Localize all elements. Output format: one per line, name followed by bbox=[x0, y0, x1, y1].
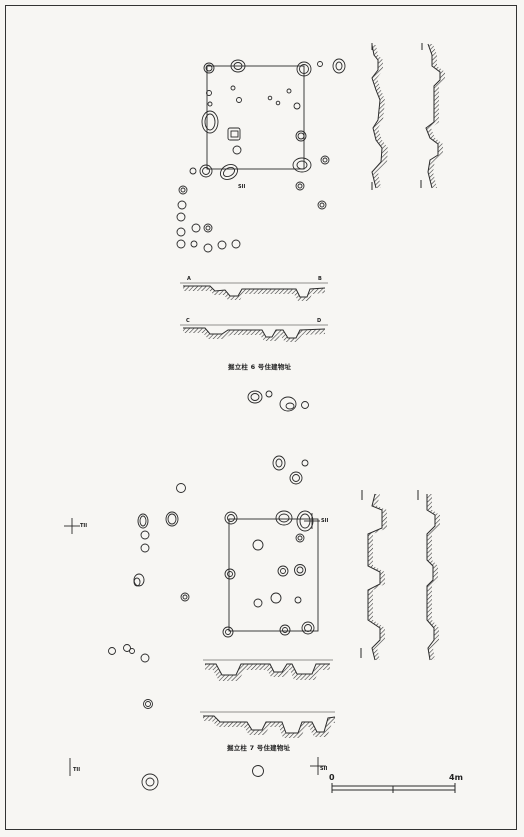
building-6-postholes bbox=[176, 58, 346, 253]
section-label-c: C bbox=[186, 318, 190, 324]
building-6-plan bbox=[176, 58, 346, 253]
scale-label-end: 4m bbox=[449, 773, 463, 782]
grid-label-tii-upper: TII bbox=[80, 523, 88, 529]
section-label-a: A bbox=[187, 276, 191, 282]
building-6-horizontal-sections bbox=[180, 282, 328, 342]
section-label-b: B bbox=[318, 276, 322, 282]
figure-frame bbox=[5, 5, 517, 830]
section-label-d: D bbox=[317, 318, 322, 324]
building-7-vertical-sections bbox=[360, 490, 440, 661]
caption-building-6: 掘立柱 6 号住建物址 bbox=[228, 363, 292, 371]
building-6-vertical-sections bbox=[371, 43, 445, 190]
building-7-horizontal-sections bbox=[200, 659, 336, 738]
building-7-postholes bbox=[108, 483, 315, 791]
scale-bar bbox=[331, 783, 456, 793]
grid-label-sii-lower: SII bbox=[320, 766, 328, 772]
building-6-outline bbox=[206, 65, 305, 170]
building-7-plan bbox=[64, 483, 326, 791]
scale-label-start: 0 bbox=[329, 773, 335, 782]
grid-label-tii-lower: TII bbox=[73, 767, 81, 773]
middle-postholes bbox=[247, 390, 309, 485]
grid-label-sii-building-6: SII bbox=[238, 184, 246, 190]
building-7-outline bbox=[228, 518, 319, 632]
grid-label-sii-upper: SII bbox=[321, 518, 329, 524]
caption-building-7: 掘立柱 7 号住建物址 bbox=[227, 744, 291, 752]
